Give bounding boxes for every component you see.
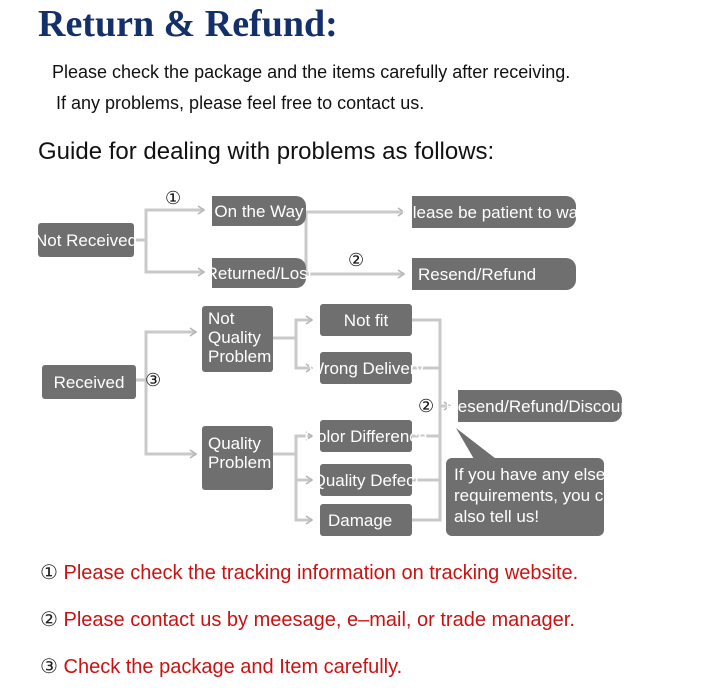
box-quality-defect: Quality Defect: [313, 464, 419, 496]
box-received: Received: [42, 365, 136, 399]
box-wrong-delivery: Wrong Delivery: [308, 352, 424, 384]
note-1-text: Please check the tracking information on…: [63, 562, 579, 584]
not-quality-line-1: Not: [208, 309, 235, 328]
box-not-fit: Not fit: [320, 304, 412, 336]
marker-3: ③: [145, 370, 162, 390]
not-quality-line-2: Quality: [208, 328, 261, 347]
connector-to-not-quality: [136, 327, 198, 382]
connector-to-damage: [294, 480, 314, 525]
connector-collector: [412, 318, 442, 522]
connector-to-color-diff: [273, 431, 314, 456]
box-returned-lost: Returned/Lost: [206, 258, 312, 288]
connector-to-returned-lost: [144, 240, 206, 277]
bubble-line-3: also tell us!: [454, 507, 540, 526]
box-on-the-way: On the Way: [212, 196, 306, 226]
connector-to-not-fit: [273, 315, 314, 340]
speech-bubble: If you have any else requirements, you c…: [446, 458, 635, 536]
marker-2-repeat: ②: [418, 396, 435, 416]
box-not-quality-problem: Not Quality Problem: [202, 306, 273, 372]
note-2-number: ②: [40, 609, 58, 631]
intro-line-1: Please check the package and the items c…: [52, 62, 571, 82]
note-2-text: Please contact us by meesage, e–mail, or…: [63, 609, 575, 631]
guide-heading: Guide for dealing with problems as follo…: [38, 138, 495, 165]
connector-to-quality: [144, 380, 198, 459]
note-2: ② Please contact us by meesage, e–mail, …: [40, 607, 575, 632]
marker-1: ①: [165, 188, 182, 208]
box-quality-problem: Quality Problem: [202, 426, 273, 490]
box-patient-wait: Please be patient to wait: [401, 196, 587, 228]
box-damage: Damage: [320, 504, 412, 536]
note-1: ① Please check the tracking information …: [40, 560, 578, 585]
bubble-line-1: If you have any else: [454, 465, 606, 484]
note-3: ③ Check the package and Item carefully.: [40, 654, 402, 679]
marker-2: ②: [348, 250, 365, 270]
box-not-received: Not Received: [35, 223, 137, 257]
not-quality-line-3: Problem: [208, 347, 272, 366]
page-title: Return & Refund:: [38, 3, 338, 45]
note-3-number: ③: [40, 656, 58, 678]
box-resend-refund-discount: Resend/Refund/Discount: [446, 390, 635, 422]
bubble-line-2: requirements, you could: [454, 486, 636, 505]
connector-to-wrong-delivery: [294, 338, 314, 373]
note-1-number: ①: [40, 562, 58, 584]
quality-line-2: Problem: [208, 453, 272, 472]
note-3-text: Check the package and Item carefully.: [63, 656, 403, 678]
quality-line-1: Quality: [208, 434, 261, 453]
connector-to-on-the-way: [134, 205, 206, 242]
box-color-difference: Color Difference: [305, 420, 427, 452]
intro-line-2: If any problems, please feel free to con…: [56, 93, 425, 113]
box-resend-refund: Resend/Refund: [412, 258, 576, 290]
